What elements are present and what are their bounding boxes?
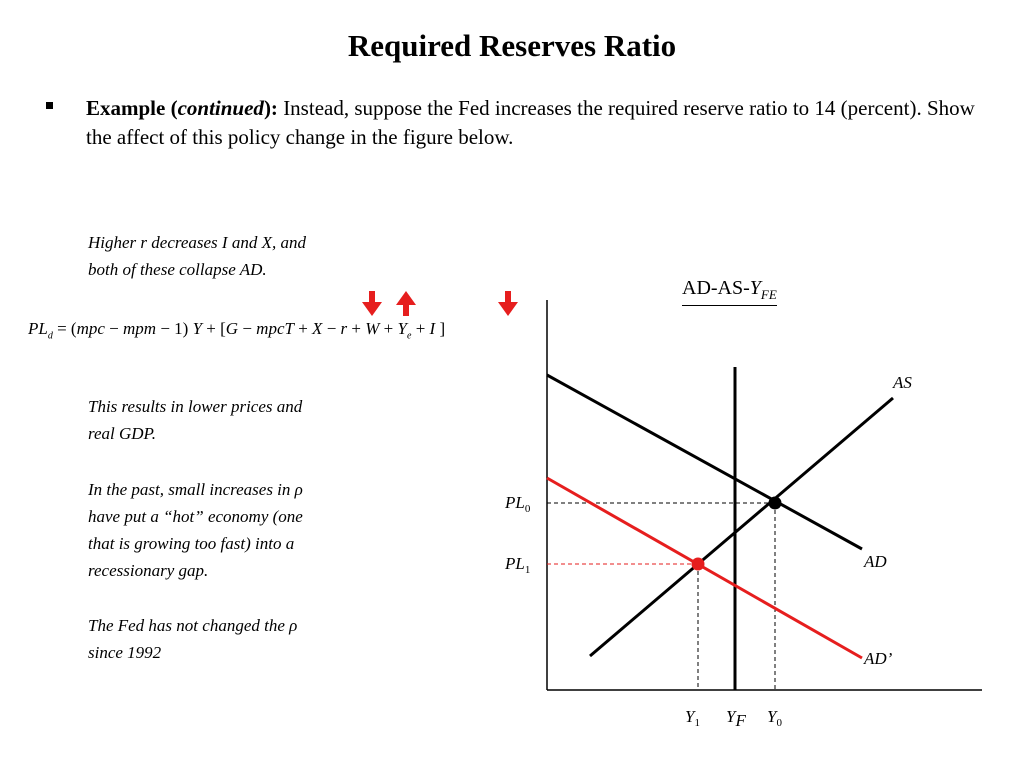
- bullet-marker: [46, 102, 53, 109]
- bullet-paragraph: Example (continued): Instead, suppose th…: [86, 94, 986, 152]
- eq-lhs-sub: d: [47, 330, 53, 342]
- note3-line4: recessionary gap.: [88, 561, 209, 580]
- graph-title-prefix: AD-AS-: [682, 277, 750, 299]
- note-higher-r: Higher r decreases I and X, and both of …: [88, 229, 388, 283]
- eq-equals: = (: [52, 319, 77, 338]
- pl0-sub: 0: [525, 503, 531, 515]
- eq-w: W: [365, 319, 380, 338]
- yf-sub: F: [734, 711, 746, 730]
- yf-label: YF: [726, 707, 746, 730]
- pl1-sub: 1: [525, 564, 531, 576]
- graph-title: AD-AS-YFE: [682, 277, 777, 306]
- graph-title-italic: Y: [749, 277, 761, 299]
- bullet-lead-close: ):: [263, 96, 278, 120]
- slide-title: Required Reserves Ratio: [347, 28, 677, 63]
- note4-line1-wrap: The Fed has not changed the ρ: [88, 612, 388, 639]
- y0-main: Y: [767, 707, 778, 726]
- y1-label: Y1: [685, 707, 700, 729]
- original-equilibrium-point: [768, 496, 782, 510]
- i-down-arrow-icon: [498, 291, 518, 316]
- note3-line2: have put a “hot” economy (one: [88, 507, 303, 526]
- pl1-label: PL1: [504, 554, 530, 576]
- note3-rho: ρ: [294, 480, 303, 499]
- eq-plus1: +: [293, 319, 313, 338]
- ad-label: AD: [863, 552, 887, 571]
- eq-minus1: −: [104, 319, 124, 338]
- eq-plus4: +: [411, 319, 430, 338]
- eq-plus2: +: [347, 319, 366, 338]
- new-equilibrium-point: [691, 557, 705, 571]
- eq-y: Y: [192, 319, 203, 338]
- graph-title-sub: FE: [760, 287, 777, 302]
- x-down-arrow-icon: [362, 291, 382, 316]
- note1-line2: both of these collapse AD.: [88, 260, 267, 279]
- eq-mpc: mpc: [76, 319, 105, 338]
- y1-main: Y: [685, 707, 696, 726]
- eq-lhs: PL: [28, 319, 48, 338]
- ad-prime-label: AD’: [863, 649, 893, 668]
- eq-ye: Y: [397, 319, 407, 338]
- note3-line1: In the past, small increases in: [88, 480, 295, 499]
- r-up-arrow-icon: [396, 291, 416, 316]
- ad-prime-curve: [546, 476, 863, 660]
- eq-mpm: mpm: [123, 319, 157, 338]
- aggregate-demand-equation: PLd = (mpc − mpm − 1) Y + [G − mpcT + X …: [28, 319, 568, 341]
- eq-minus2: −: [238, 319, 257, 338]
- eq-r: r: [340, 319, 348, 338]
- eq-ye-sub: e: [406, 330, 412, 342]
- bullet-lead: Example (continued):: [86, 96, 278, 120]
- note3-line1-wrap: In the past, small increases in ρ: [88, 476, 388, 503]
- note2-line1: This results in lower prices and: [88, 397, 303, 416]
- note3-line3: that is growing too fast) into a: [88, 534, 295, 553]
- eq-bracket-close: ]: [435, 319, 446, 338]
- note2-line2: real GDP.: [88, 424, 156, 443]
- eq-x: X: [312, 319, 323, 338]
- yf-main: Y: [726, 707, 737, 726]
- y0-sub: 0: [776, 717, 782, 729]
- note4-line1: The Fed has not changed the: [88, 616, 290, 635]
- eq-minus-one: − 1): [156, 319, 193, 338]
- note4-line2: since 1992: [88, 643, 162, 662]
- eq-minus3: −: [322, 319, 341, 338]
- y1-sub: 1: [694, 717, 700, 729]
- note-lower-prices: This results in lower prices and real GD…: [88, 393, 388, 447]
- eq-g: G: [225, 319, 239, 338]
- eq-i: I: [429, 319, 436, 338]
- pl0-main: PL: [504, 493, 525, 512]
- pl0-label: PL0: [504, 493, 531, 515]
- as-curve: [589, 396, 894, 658]
- pl1-main: PL: [504, 554, 525, 573]
- eq-bracket-open: + [: [202, 319, 226, 338]
- note-fed-unchanged: The Fed has not changed the ρ since 1992: [88, 612, 388, 666]
- note-past-increases: In the past, small increases in ρ have p…: [88, 476, 388, 584]
- note4-rho: ρ: [289, 616, 298, 635]
- as-label: AS: [892, 373, 912, 392]
- bullet-lead-open: Example (: [86, 96, 178, 120]
- bullet-body: Instead, suppose the Fed increases the r…: [86, 96, 975, 149]
- bullet-lead-italic: continued: [177, 96, 264, 120]
- eq-plus3: +: [379, 319, 398, 338]
- eq-mpct: mpcT: [256, 319, 294, 338]
- ad-curve: [546, 373, 863, 551]
- note1-line1: Higher r decreases I and X, and: [88, 233, 306, 252]
- y0-label: Y0: [767, 707, 782, 729]
